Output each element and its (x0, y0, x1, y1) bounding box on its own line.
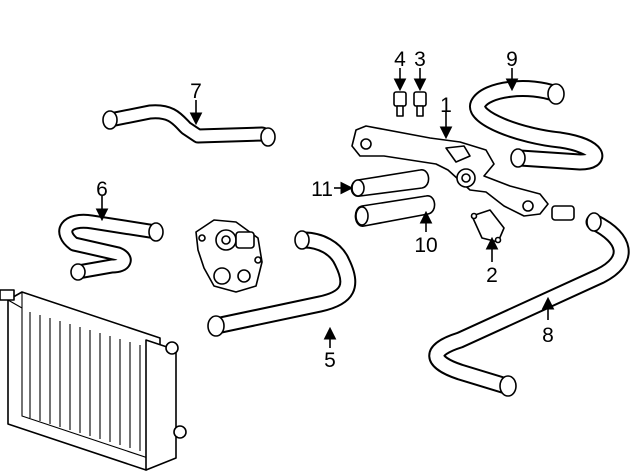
hose-8-connector (551, 205, 575, 221)
water-pump (195, 219, 263, 293)
hose-6 (58, 196, 164, 281)
callout-10: 10 (414, 234, 437, 257)
sensor-4 (393, 68, 407, 117)
callout-7: 7 (190, 80, 202, 103)
callout-5: 5 (324, 349, 336, 372)
callout-9: 9 (506, 48, 518, 71)
hose-7 (102, 100, 276, 147)
callout-8: 8 (542, 324, 554, 347)
callout-4: 4 (394, 48, 406, 71)
hose-9 (469, 68, 604, 171)
callout-2: 2 (486, 264, 498, 287)
hose-8 (428, 212, 630, 397)
radiator (0, 289, 187, 471)
callout-6: 6 (96, 178, 108, 201)
hose-10 (354, 195, 436, 232)
callout-11: 11 (311, 178, 333, 201)
callout-3: 3 (414, 48, 426, 71)
hose-11 (334, 169, 430, 197)
gasket-2 (470, 209, 505, 262)
callout-1: 1 (440, 94, 452, 117)
sensor-3 (413, 68, 427, 117)
hose-5 (207, 230, 357, 348)
thermostat-housing (351, 112, 549, 217)
